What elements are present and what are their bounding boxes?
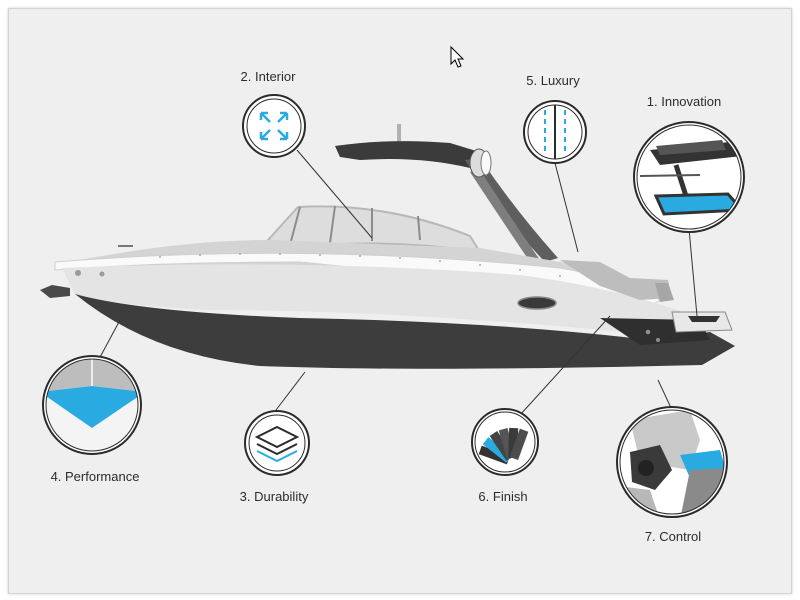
interior-callout[interactable] [242, 94, 306, 158]
durability-label: 3. Durability [239, 489, 309, 504]
innovation-label: 1. Innovation [646, 94, 722, 109]
control-label: 7. Control [644, 529, 702, 544]
luxury-label: 5. Luxury [526, 73, 580, 88]
control-callout[interactable] [610, 406, 735, 520]
mouse-cursor-icon [450, 45, 465, 68]
performance-callout[interactable] [40, 355, 145, 455]
innovation-callout[interactable] [633, 121, 745, 233]
color-swatch-fan-icon [475, 412, 535, 472]
interior-label: 2. Interior [240, 69, 296, 84]
performance-label: 4. Performance [50, 469, 140, 484]
stacked-layers-icon [254, 425, 300, 463]
leader-lines [97, 149, 698, 416]
upholstery-seam-icon [544, 105, 566, 159]
luxury-callout[interactable] [523, 100, 587, 164]
boat-illustration [40, 124, 735, 369]
finish-callout[interactable] [471, 408, 539, 476]
durability-callout[interactable] [244, 410, 310, 476]
expand-arrows-icon [259, 111, 289, 141]
finish-label: 6. Finish [478, 489, 528, 504]
swim-platform-step-icon [637, 125, 741, 229]
